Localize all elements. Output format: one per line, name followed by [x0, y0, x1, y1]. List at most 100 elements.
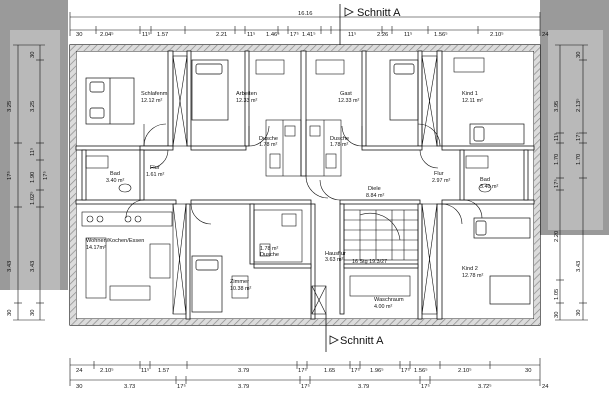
svg-text:2.26: 2.26: [377, 32, 388, 38]
svg-text:3.25: 3.25: [7, 101, 13, 112]
svg-text:11⁵: 11⁵: [553, 132, 560, 141]
beds: [85, 59, 531, 313]
room-name-schlafen: Schlafenm: [141, 91, 168, 97]
room-name-dusche2: Dusche: [330, 136, 349, 142]
room-name-wohnen: Wohnen/Kochen/Essen: [86, 238, 144, 244]
svg-text:2.10⁵: 2.10⁵: [490, 31, 504, 38]
shower-cores: [253, 119, 342, 263]
top-dimension-labels: 30 2.04⁵ 11⁵ 1.57 2.21 11⁵ 1.46⁵ 17⁵ 1.4…: [76, 31, 549, 38]
room-area-schlafen: 12.12 m²: [141, 98, 162, 104]
room-labels: Schlafenm 12.12 m² Arbeiten 12.33 m² Gas…: [86, 91, 498, 310]
room-name-kind2: Kind 2: [462, 266, 478, 272]
section-label-bottom: Schnitt A: [340, 335, 384, 347]
svg-text:30: 30: [576, 52, 582, 58]
svg-text:17⁵: 17⁵: [421, 383, 430, 390]
svg-text:30: 30: [30, 52, 36, 58]
svg-text:3.43: 3.43: [30, 261, 36, 272]
room-name-kind1: Kind 1: [462, 91, 478, 97]
room-area-flur-left: 1.61 m²: [146, 172, 164, 178]
room-area-bad-left: 3.40 m²: [106, 178, 124, 184]
door-swings: [125, 123, 483, 225]
svg-text:11⁵: 11⁵: [404, 31, 413, 38]
svg-text:3.25: 3.25: [30, 101, 36, 112]
svg-text:1.46⁵: 1.46⁵: [266, 31, 280, 38]
room-name-bad-left: Bad: [110, 171, 120, 177]
svg-text:3.43: 3.43: [576, 261, 582, 272]
room-area-waschraum: 4.00 m²: [374, 304, 392, 310]
svg-text:30: 30: [76, 384, 82, 390]
svg-text:2.21: 2.21: [216, 32, 227, 38]
svg-text:30: 30: [76, 32, 82, 38]
svg-text:2.04⁵: 2.04⁵: [100, 31, 114, 38]
svg-text:3.95: 3.95: [554, 101, 560, 112]
room-name-zimmer: Zimmer: [230, 279, 249, 285]
svg-text:30: 30: [30, 310, 36, 316]
room-area-kind2: 12.78 m²: [462, 273, 483, 279]
svg-text:3.79: 3.79: [358, 384, 369, 390]
room-name-hausflur: Hausflur: [325, 251, 346, 257]
room-name-waschraum: Waschraum: [374, 297, 404, 303]
svg-text:24: 24: [76, 368, 83, 374]
svg-text:3.79: 3.79: [238, 384, 249, 390]
svg-text:1.41⁵: 1.41⁵: [302, 31, 316, 38]
left-dimension-chain: [13, 44, 45, 321]
room-area-kind1: 12.11 m²: [462, 98, 483, 104]
svg-text:24: 24: [542, 32, 549, 38]
right-dimension-chain: [555, 44, 588, 321]
svg-text:1.70: 1.70: [576, 154, 582, 165]
section-marker-bottom: Schnitt A: [325, 314, 384, 352]
svg-text:17⁵: 17⁵: [351, 367, 360, 374]
room-area-dusche2: 1.78 m²: [330, 142, 348, 148]
svg-text:17⁵: 17⁵: [301, 383, 310, 390]
svg-text:30: 30: [554, 312, 560, 318]
svg-text:1.02⁵: 1.02⁵: [29, 191, 36, 205]
room-area-bad-right: 3.40 m²: [480, 184, 498, 190]
svg-text:17⁵: 17⁵: [553, 179, 560, 188]
overall-width-top: 16.16: [298, 11, 313, 17]
svg-text:11⁵: 11⁵: [247, 31, 256, 38]
bottom-dimension-chain: [69, 358, 541, 386]
svg-text:17⁵: 17⁵: [42, 171, 49, 180]
room-area-zimmer: 10.38 m²: [230, 286, 251, 292]
svg-text:11⁵: 11⁵: [348, 31, 357, 38]
svg-text:2.13⁵: 2.13⁵: [575, 98, 582, 112]
svg-text:30: 30: [525, 368, 531, 374]
svg-text:1.96⁵: 1.96⁵: [370, 367, 384, 374]
section-label-top: Schnitt A: [357, 7, 401, 19]
svg-text:11⁵: 11⁵: [141, 367, 150, 374]
section-marker-top: Schnitt A: [339, 4, 401, 46]
svg-text:2.10⁵: 2.10⁵: [100, 367, 114, 374]
svg-text:3.72⁵: 3.72⁵: [478, 383, 492, 390]
svg-text:3.79: 3.79: [238, 368, 249, 374]
bottom-dimension-labels-row1: 24 2.10⁵ 11⁵ 1.57 3.79 17⁵ 1.65 17⁵ 1.96…: [76, 367, 531, 374]
room-name-bad-right: Bad: [480, 177, 490, 183]
room-area-arbeiten: 12.33 m²: [236, 98, 257, 104]
svg-text:3.73: 3.73: [124, 384, 135, 390]
svg-text:17⁵: 17⁵: [177, 383, 186, 390]
svg-text:1.05: 1.05: [554, 289, 560, 300]
svg-text:1.57: 1.57: [157, 32, 168, 38]
svg-text:30: 30: [576, 310, 582, 316]
svg-text:30: 30: [7, 310, 13, 316]
room-area-diele: 8.84 m²: [366, 193, 384, 199]
stair-label: 16 Stg 19.3/27: [352, 259, 387, 265]
room-name-gast: Gast: [340, 91, 352, 97]
svg-text:17⁵: 17⁵: [6, 171, 13, 180]
svg-text:24: 24: [542, 384, 549, 390]
room-area-flur-right: 2.97 m²: [432, 178, 450, 184]
svg-text:1.56⁵: 1.56⁵: [434, 31, 448, 38]
bottom-dimension-labels-row2: 30 3.73 17⁵ 3.79 17⁵ 3.79 17⁵ 3.72⁵ 24: [76, 383, 549, 390]
wardrobes: [172, 55, 438, 315]
room-name-diele: Diele: [368, 186, 381, 192]
staircase: [343, 209, 419, 261]
svg-text:1.57: 1.57: [158, 368, 169, 374]
room-name-arbeiten: Arbeiten: [236, 91, 257, 97]
left-neighbor-inner: [10, 30, 60, 290]
svg-text:17⁵: 17⁵: [575, 132, 582, 141]
svg-text:3.43: 3.43: [7, 261, 13, 272]
left-dimension-labels: 3.25 17⁵ 3.43 30 30 3.25 11⁵ 1.90 17⁵ 1.…: [6, 52, 49, 316]
svg-text:17⁵: 17⁵: [298, 367, 307, 374]
svg-text:1.90: 1.90: [30, 172, 36, 183]
room-area-gast: 12.33 m²: [338, 98, 359, 104]
svg-text:2.10⁵: 2.10⁵: [458, 367, 472, 374]
